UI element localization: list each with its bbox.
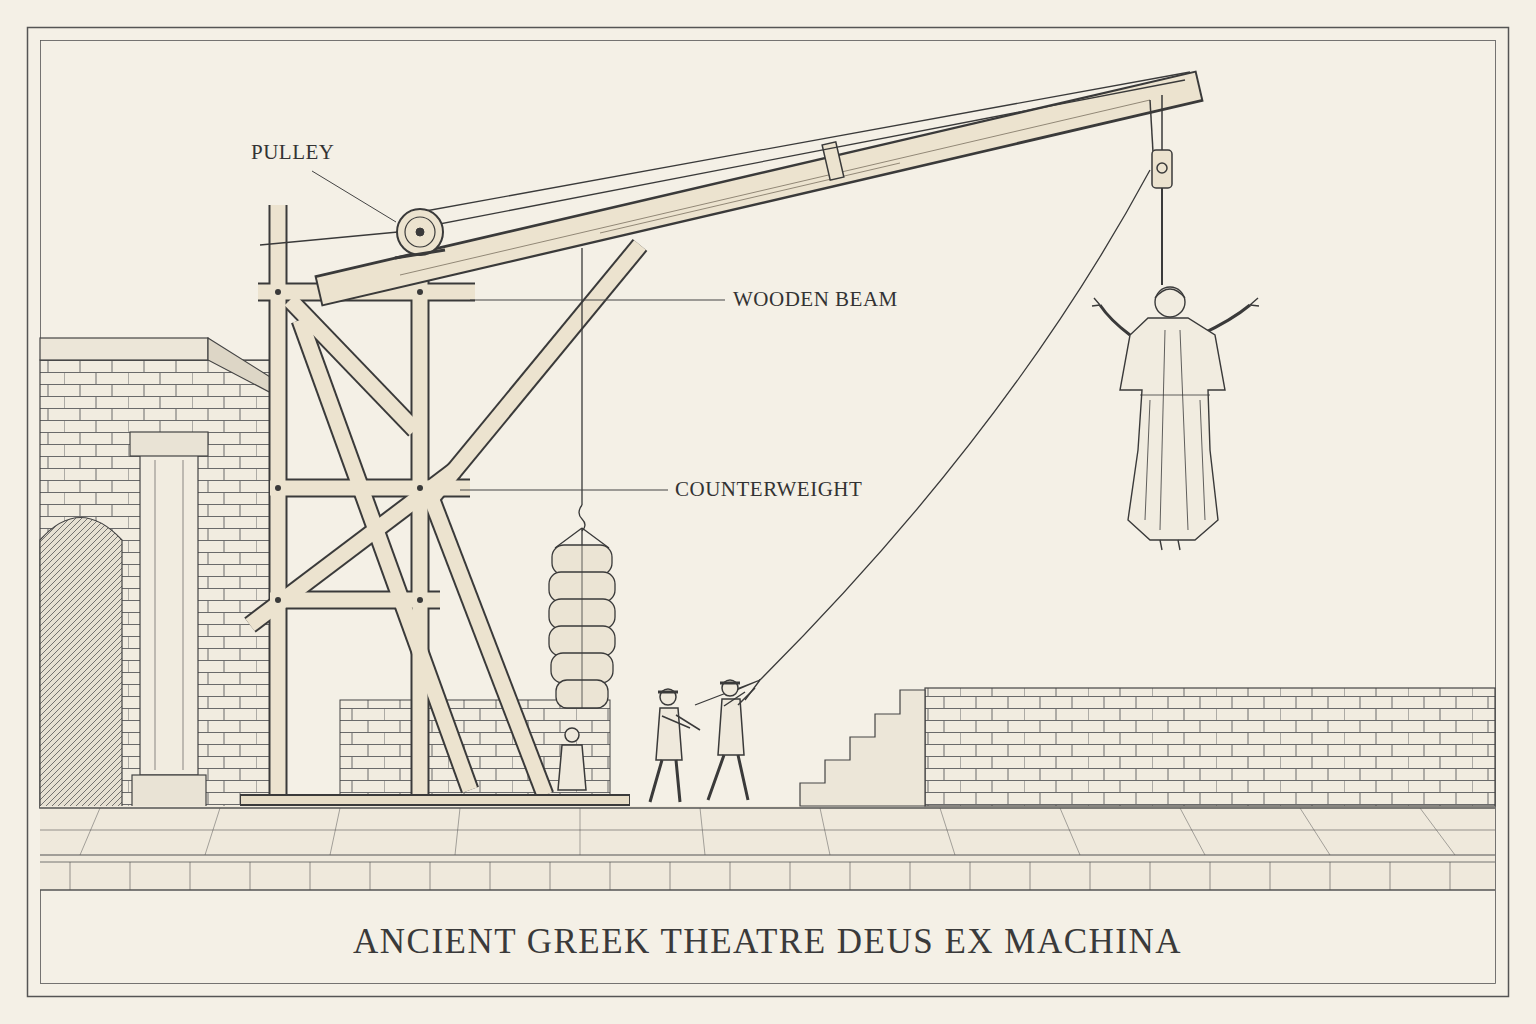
stone-building bbox=[40, 518, 122, 809]
leader-lines bbox=[312, 171, 396, 222]
leader-lines bbox=[312, 171, 725, 490]
counterweight bbox=[549, 248, 615, 708]
pulley bbox=[416, 228, 424, 236]
frame-border bbox=[28, 28, 1509, 997]
god-figure bbox=[1140, 330, 1210, 530]
stone-building bbox=[155, 460, 156, 770]
crane-frame bbox=[240, 205, 640, 800]
stage-floor bbox=[40, 806, 1495, 890]
god-figure bbox=[1160, 540, 1180, 550]
stage-workers bbox=[720, 682, 740, 685]
stage-floor bbox=[40, 830, 1495, 831]
stage-workers bbox=[724, 688, 755, 706]
wooden-beam bbox=[318, 86, 1200, 291]
stage-workers bbox=[558, 680, 755, 802]
god-figure bbox=[1155, 287, 1185, 317]
counterweight bbox=[582, 545, 583, 708]
hoist-pulley bbox=[1161, 95, 1163, 152]
pulley bbox=[397, 209, 443, 255]
stage-floor bbox=[70, 862, 1450, 890]
stage-floor bbox=[80, 808, 1455, 855]
frame-border bbox=[41, 41, 1496, 984]
crane-frame bbox=[250, 205, 640, 800]
leader-lines bbox=[460, 490, 668, 491]
back-wall bbox=[340, 700, 610, 805]
pulley bbox=[405, 217, 435, 247]
crane-frame bbox=[275, 289, 423, 603]
hoist-pulley bbox=[1150, 100, 1153, 152]
counterweight bbox=[581, 248, 582, 505]
stone-building bbox=[40, 338, 208, 360]
ropes bbox=[760, 170, 1150, 680]
stone-building bbox=[208, 338, 275, 395]
hoist-pulley bbox=[1150, 95, 1172, 285]
god-figure bbox=[1155, 289, 1185, 298]
ropes bbox=[260, 72, 1190, 705]
diagram-title: ANCIENT GREEK THEATRE DEUS EX MACHINA bbox=[353, 921, 1182, 963]
stage-floor bbox=[40, 862, 1495, 863]
leader-lines bbox=[470, 300, 725, 301]
crane-frame bbox=[275, 289, 281, 295]
ropes bbox=[398, 80, 1185, 232]
stone-steps bbox=[925, 688, 1495, 806]
stone-building bbox=[132, 775, 206, 808]
crane-frame bbox=[275, 597, 281, 603]
crane-frame bbox=[417, 597, 423, 603]
hoist-pulley bbox=[1152, 150, 1172, 188]
god-figure bbox=[1120, 318, 1225, 540]
crane-frame bbox=[250, 205, 640, 800]
stone-steps bbox=[800, 690, 925, 806]
part-label: WOODEN BEAM bbox=[730, 287, 901, 312]
stage-workers bbox=[658, 691, 678, 694]
crane-frame bbox=[240, 794, 630, 806]
stone-building bbox=[183, 460, 184, 770]
wooden-beam bbox=[400, 100, 1150, 275]
stone-building bbox=[40, 338, 275, 808]
back-wall bbox=[340, 700, 610, 805]
stage-workers bbox=[662, 715, 700, 730]
stone-building bbox=[140, 455, 198, 775]
stage-workers bbox=[650, 760, 680, 802]
stage-floor bbox=[40, 807, 1495, 809]
crane-frame bbox=[275, 485, 281, 491]
stage-workers bbox=[558, 745, 586, 790]
hoist-pulley bbox=[1161, 188, 1163, 285]
part-label: COUNTERWEIGHT bbox=[672, 477, 865, 502]
stone-building bbox=[40, 360, 275, 808]
stage-floor bbox=[40, 854, 1495, 855]
frame-border bbox=[28, 28, 1509, 997]
god-figure bbox=[1092, 287, 1259, 550]
stage-workers bbox=[718, 699, 744, 755]
part-label: PULLEY bbox=[248, 140, 338, 165]
hoist-pulley bbox=[1157, 163, 1167, 173]
stage-workers bbox=[708, 755, 748, 800]
wooden-beam bbox=[320, 86, 1198, 291]
ropes bbox=[420, 72, 1190, 212]
stage-workers bbox=[565, 728, 579, 742]
crane-frame bbox=[241, 796, 629, 804]
pulley bbox=[395, 250, 445, 258]
stone-steps bbox=[800, 688, 1495, 806]
pulley bbox=[395, 209, 445, 258]
stage-floor bbox=[40, 806, 1495, 890]
crane-frame bbox=[417, 289, 423, 295]
counterweight bbox=[579, 505, 585, 531]
crane-frame bbox=[417, 485, 423, 491]
stage-floor bbox=[40, 889, 1495, 891]
stone-building bbox=[130, 432, 208, 456]
wooden-beam bbox=[318, 86, 1200, 291]
ropes bbox=[260, 232, 398, 245]
